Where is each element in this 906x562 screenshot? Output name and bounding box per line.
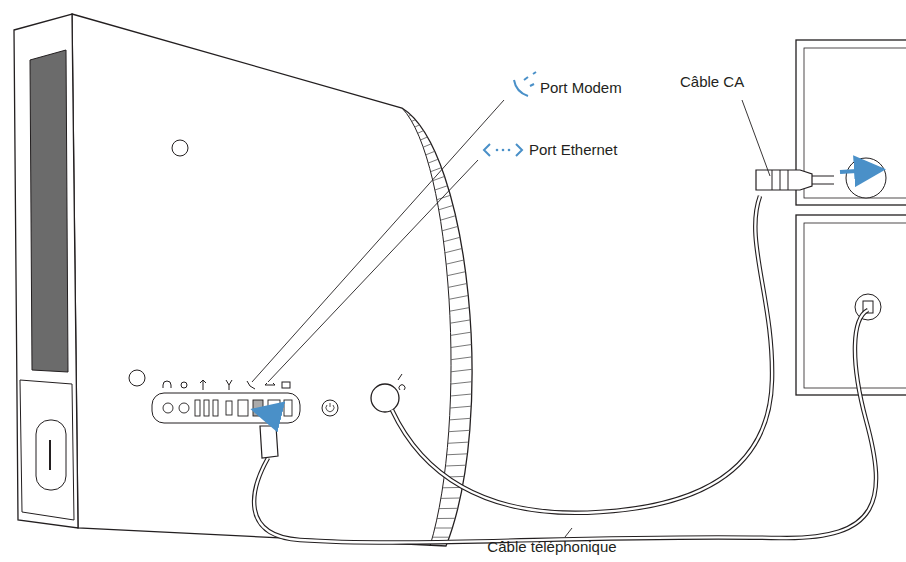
callout-label: Câble CA	[680, 73, 744, 91]
fan-ridge	[428, 159, 438, 163]
fan-ridge	[450, 406, 471, 408]
logo-recess	[36, 420, 66, 490]
callout-label: Port Modem	[540, 79, 622, 97]
fan-ridge	[449, 418, 470, 420]
lock-icons	[398, 374, 405, 390]
fan-ridge	[446, 465, 466, 467]
fan-ridge	[448, 442, 469, 443]
port-panel	[152, 393, 300, 423]
ac-cable	[392, 196, 772, 513]
fan-ridge	[441, 498, 460, 499]
leader-line	[252, 100, 504, 382]
port-icons	[163, 380, 290, 390]
power-button	[322, 400, 338, 416]
fan-ridge	[409, 115, 411, 116]
ethernet-icon	[484, 144, 522, 156]
fan-ridge	[451, 382, 472, 384]
power-symbol	[326, 403, 334, 412]
logo-mark	[49, 440, 51, 470]
callout-label: Câble téléphonique	[487, 538, 616, 556]
modem-icon	[514, 72, 536, 96]
screw-hole	[172, 140, 188, 156]
insert-arrow	[262, 412, 280, 420]
wall-plate	[796, 215, 906, 395]
fan-ridge	[444, 237, 460, 241]
fan-ridge	[449, 296, 468, 300]
front-bezel	[14, 14, 78, 528]
fan-ridge	[442, 226, 458, 230]
plug-detail	[772, 170, 834, 190]
phone-cable-outline	[254, 310, 876, 543]
fan-ridge	[433, 537, 450, 538]
fan-ridge	[450, 308, 470, 312]
fan-ridge	[451, 345, 472, 348]
fan-ridge	[445, 249, 462, 253]
fan-ridge	[441, 216, 456, 221]
ports	[163, 400, 292, 416]
fan-ridge	[450, 320, 470, 323]
phone-cable	[254, 310, 876, 543]
screen	[30, 50, 68, 372]
fan-ridge	[446, 260, 464, 264]
fan-ridge	[437, 518, 455, 519]
fan-ridge	[405, 111, 406, 113]
ac-plug	[756, 170, 812, 190]
fan-ridge	[439, 205, 453, 209]
ac-cable-outline	[392, 196, 772, 513]
phone-plug	[260, 426, 278, 458]
leader-line	[565, 528, 572, 537]
ac-outlet	[846, 158, 886, 198]
screw-hole	[129, 370, 145, 386]
fan-ridge	[423, 144, 431, 147]
fan-ridge	[447, 272, 465, 276]
fan-ridge	[412, 120, 416, 122]
power-socket	[371, 384, 399, 412]
fan-ridge	[439, 508, 458, 509]
fan-ridge	[435, 186, 448, 190]
fan-ridge	[451, 369, 472, 372]
fan-ridge	[451, 394, 472, 396]
leader-line	[742, 100, 770, 176]
leader-line	[268, 160, 478, 382]
fan-ridge	[448, 284, 467, 288]
fan-ridge	[447, 454, 468, 455]
insert-arrow	[840, 170, 874, 172]
fan-ridge	[431, 168, 442, 172]
back-dome-edge	[402, 108, 451, 546]
fan-ridge	[415, 125, 420, 127]
fan-ridge	[418, 131, 424, 134]
bezel-bottom	[20, 380, 74, 520]
fan-ridge	[421, 137, 428, 140]
fan-ridge	[451, 357, 472, 360]
fan-ridge	[451, 332, 471, 335]
fan-ridge	[449, 430, 470, 431]
fan-ridge	[426, 151, 435, 155]
computer-body	[72, 14, 472, 546]
fan-ridge	[435, 528, 453, 529]
callout-label: Port Ethernet	[529, 141, 617, 159]
